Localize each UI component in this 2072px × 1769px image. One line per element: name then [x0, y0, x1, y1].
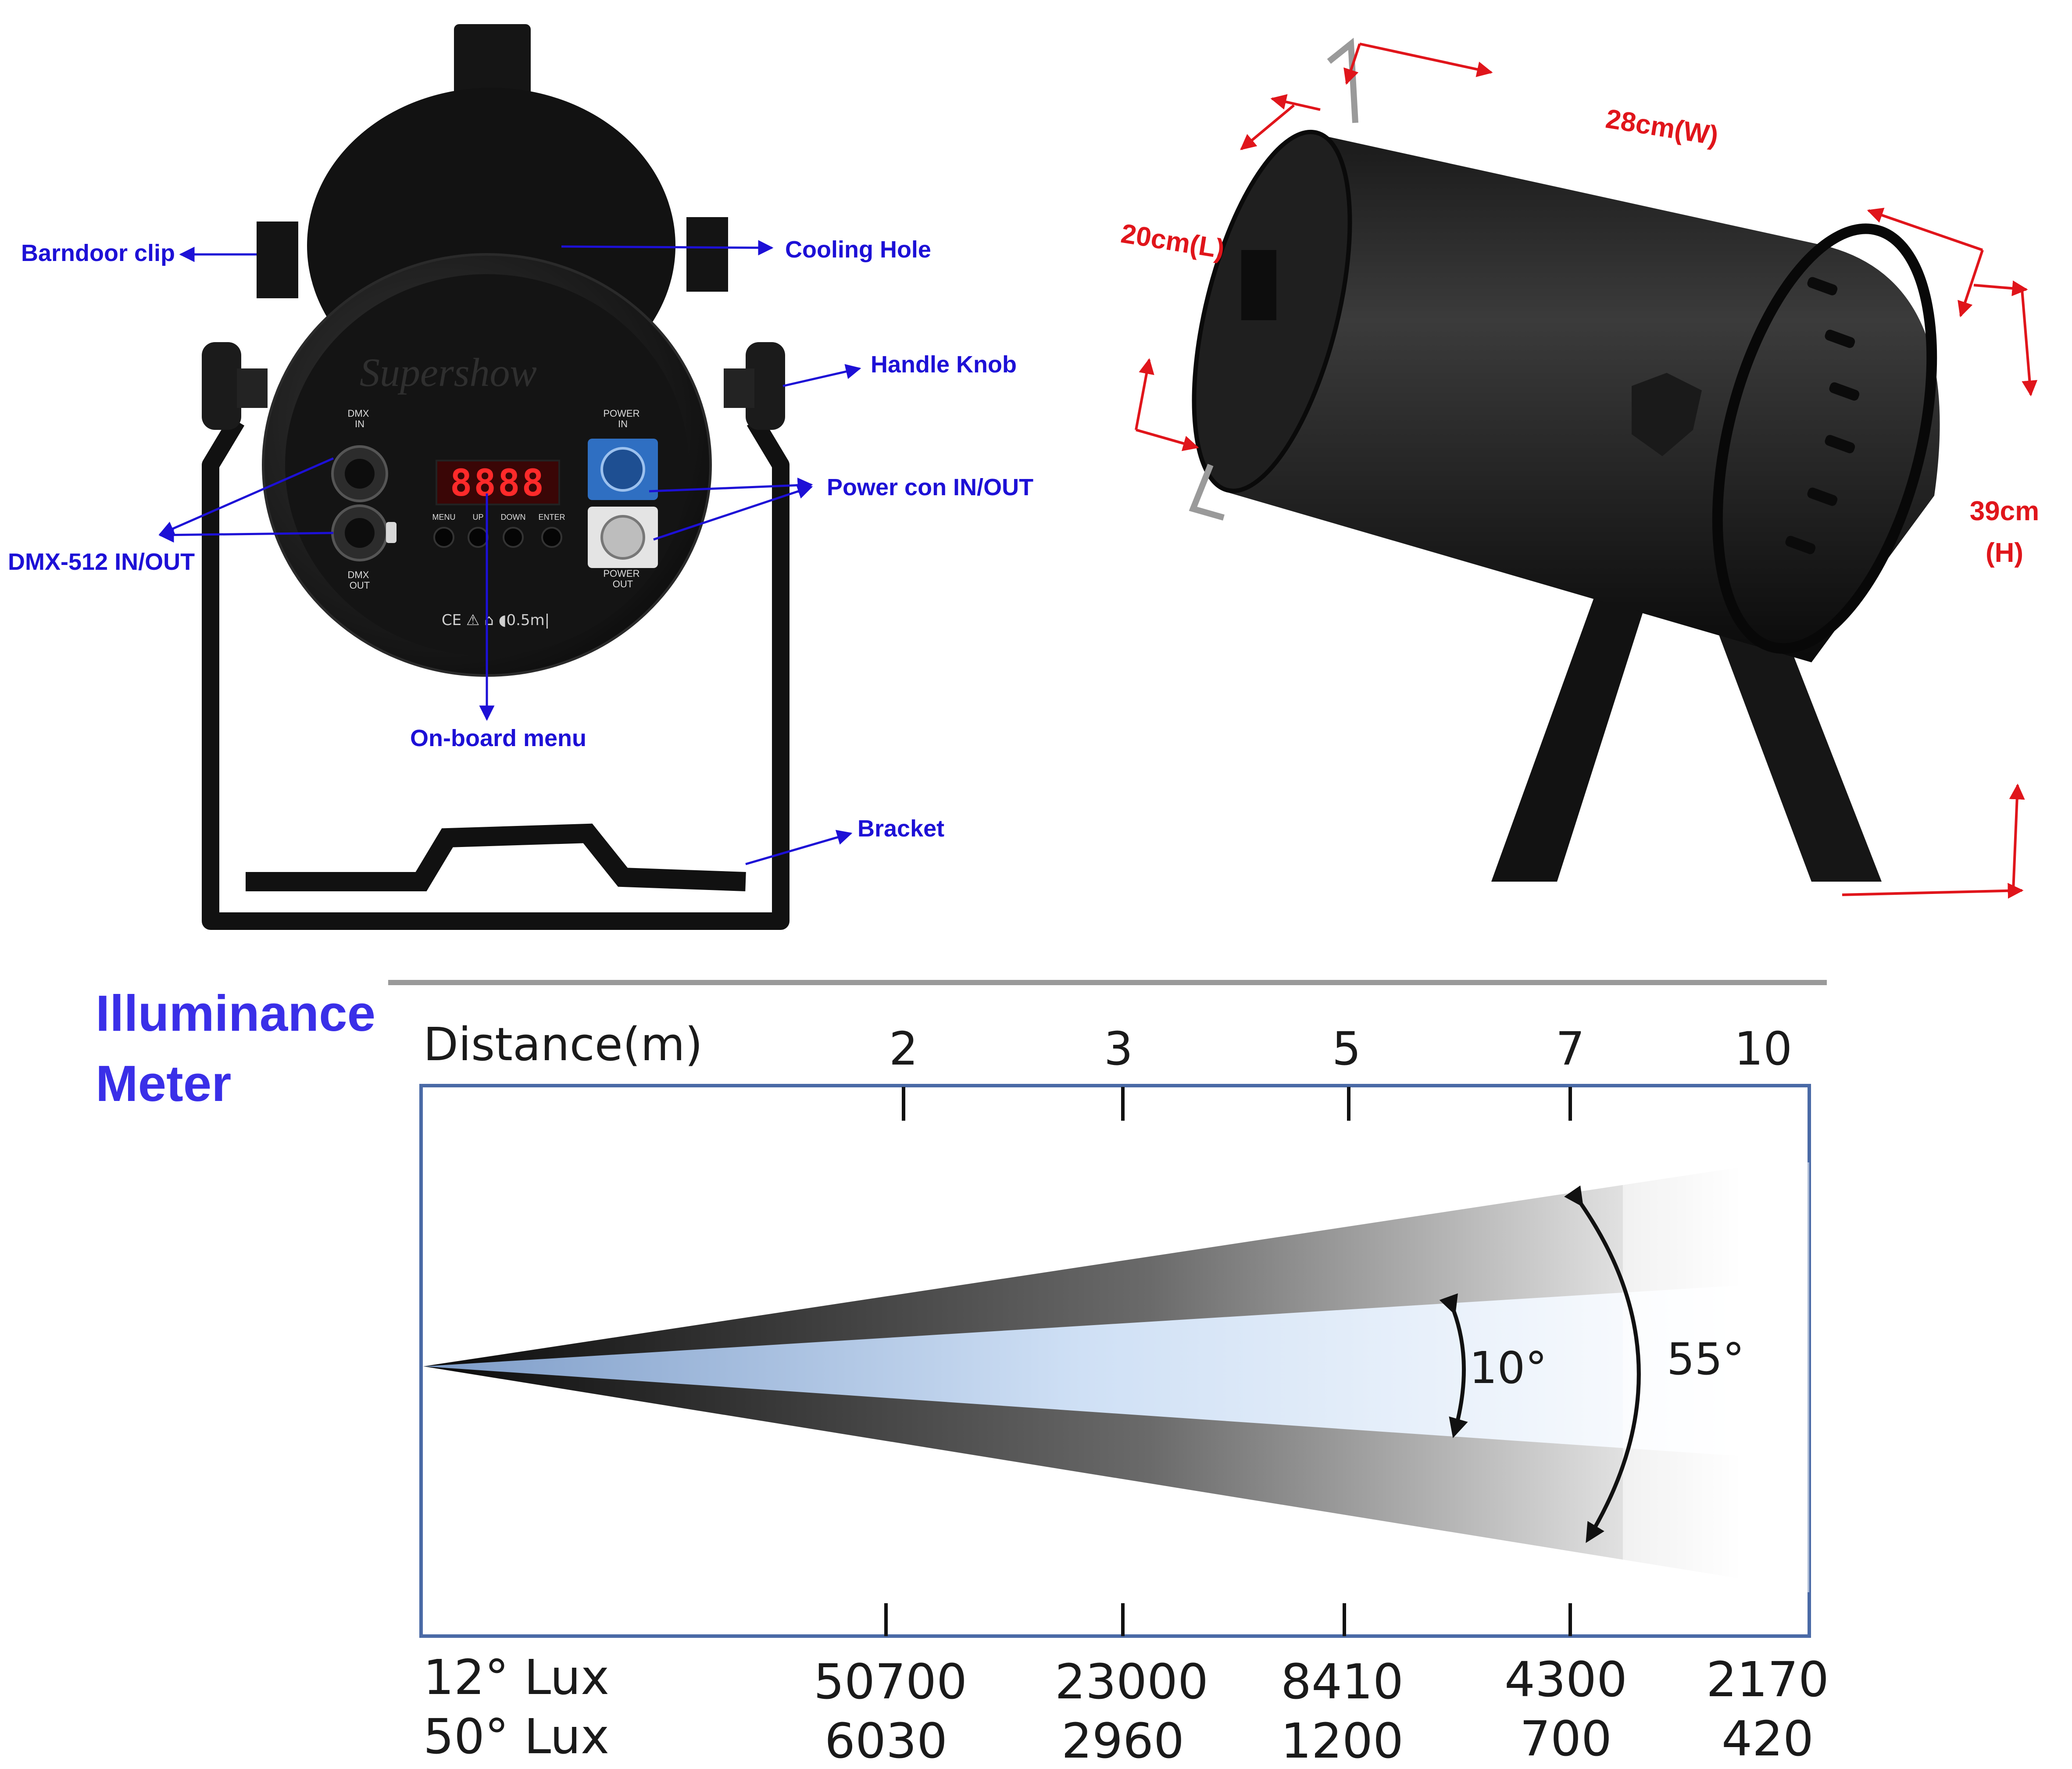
narrow-angle-arc	[1439, 1293, 1468, 1438]
dimension-arrows	[1135, 43, 2038, 899]
handle-knob-callout: Handle Knob	[871, 351, 1017, 378]
dmx-in-label: DMX IN	[347, 408, 372, 429]
beam-fade	[1623, 1162, 1809, 1592]
enter-button[interactable]	[541, 527, 562, 548]
width-arrow-right	[1359, 43, 1493, 77]
row-12-lux-value: 50700	[814, 1654, 967, 1710]
led-display-digits: 8888	[450, 461, 546, 504]
dmx-out-label: DMX OUT	[347, 569, 372, 591]
row-50-lux-value: 1200	[1281, 1713, 1404, 1769]
certification-marks: CE ⚠ ⌂ ◖0.5m|	[442, 611, 550, 629]
dmx-callout: DMX-512 IN/OUT	[8, 549, 195, 575]
fixture-rear-view: Supershow DMX IN DMX OUT 8888 MENU UP DO…	[202, 24, 790, 930]
left-barndoor-clip	[257, 222, 298, 298]
bracket-callout: Bracket	[857, 815, 945, 842]
side-clip	[1241, 250, 1276, 320]
height-arrow-down	[2021, 289, 2038, 397]
enter-button-label: ENTER	[538, 513, 565, 522]
narrow-beam	[423, 1285, 1743, 1456]
dmx-out-arrow	[158, 527, 334, 543]
illuminance-diagram	[388, 980, 1827, 1638]
cooling-hole-callout: Cooling Hole	[785, 236, 931, 263]
dmx-in-socket	[345, 459, 375, 489]
dmx-out-latch	[386, 522, 397, 543]
up-button[interactable]	[468, 527, 489, 548]
up-button-label: UP	[472, 513, 483, 522]
row-12-lux-label: 12° Lux	[423, 1649, 610, 1705]
power-out-label: POWER OUT	[603, 568, 642, 590]
side-handle-knob	[1632, 373, 1702, 456]
width-end-arrow-down	[1958, 250, 1984, 318]
row-12-lux-value: 2170	[1706, 1651, 1829, 1708]
distance-tick-10: 10	[1734, 1022, 1793, 1076]
height-dimension-line2: (H)	[1985, 538, 2024, 568]
onboard-menu-callout: On-board menu	[410, 725, 586, 751]
height-base-arrow-up	[2009, 783, 2025, 891]
power-out-arrow	[653, 484, 813, 541]
left-handle-knob	[202, 342, 268, 430]
distance-tick-7: 7	[1555, 1022, 1585, 1076]
barndoor-clip-callout: Barndoor clip	[21, 240, 175, 266]
row-12-lux-value: 4300	[1504, 1651, 1627, 1708]
top-ticks	[902, 1087, 1572, 1121]
width-arrow-down	[1343, 43, 1361, 85]
wide-angle-arc	[1564, 1185, 1641, 1543]
length-arrow-down	[1240, 104, 1295, 150]
length-end-arrow-up	[1135, 358, 1154, 430]
wide-angle-label: 55°	[1667, 1333, 1745, 1385]
power-out-socket	[600, 515, 645, 560]
power-in-arrow	[649, 477, 813, 493]
callout-arrows	[158, 240, 861, 865]
width-end-arrow	[1867, 207, 1983, 251]
distance-tick-5: 5	[1332, 1022, 1361, 1076]
bracket	[202, 416, 790, 930]
handle-knob-arrow	[782, 364, 861, 387]
length-end-arrow-right	[1136, 429, 1199, 451]
dmx-in-arrow	[158, 457, 334, 536]
distance-tick-2: 2	[889, 1022, 918, 1076]
right-handle-knob	[724, 342, 785, 430]
led-display	[436, 460, 560, 505]
row-50-lux-value: 2960	[1061, 1713, 1184, 1769]
height-dimension-line1: 39cm	[1969, 496, 2040, 526]
power-con-callout: Power con IN/OUT	[827, 474, 1034, 500]
side-cooling-slots	[1785, 277, 1860, 554]
fixture-side-view	[1189, 38, 1940, 882]
menu-button-row: MENU UP DOWN ENTER	[432, 513, 565, 548]
row-50-lux-value: 6030	[825, 1713, 947, 1769]
right-barndoor-clip	[686, 217, 728, 292]
bracket-arrow	[745, 830, 853, 865]
brand-logo: Supershow	[360, 350, 537, 395]
distance-axis-label: Distance(m)	[423, 1018, 703, 1071]
cooling-hole-arrow	[561, 240, 774, 256]
top-hook	[1327, 38, 1358, 123]
down-button-label: DOWN	[501, 513, 526, 522]
distance-tick-3: 3	[1104, 1022, 1133, 1076]
row-12-lux-value: 23000	[1055, 1654, 1208, 1710]
menu-button[interactable]	[433, 527, 454, 548]
side-can-rear-ring	[1712, 223, 1937, 654]
down-button[interactable]	[503, 527, 524, 548]
power-in-label: POWER IN	[603, 408, 642, 429]
illuminance-title-line1: Illuminance	[96, 985, 376, 1042]
narrow-angle-label: 10°	[1469, 1342, 1547, 1394]
height-arrow-right	[1973, 280, 2028, 297]
power-in-socket	[600, 447, 645, 492]
illuminance-title-line2: Meter	[96, 1055, 232, 1112]
row-50-lux-value: 700	[1520, 1711, 1612, 1767]
row-12-lux-value: 8410	[1281, 1654, 1404, 1710]
bottom-ticks	[884, 1603, 1572, 1636]
row-50-lux-label: 50° Lux	[423, 1708, 610, 1765]
menu-button-label: MENU	[432, 513, 456, 522]
side-can-body	[1224, 136, 1940, 662]
length-arrow-left	[1270, 94, 1321, 111]
height-base-arrow	[1842, 883, 2024, 899]
bottom-hook	[1189, 464, 1225, 521]
dmx-out-socket	[345, 518, 375, 548]
row-50-lux-value: 420	[1722, 1711, 1814, 1767]
